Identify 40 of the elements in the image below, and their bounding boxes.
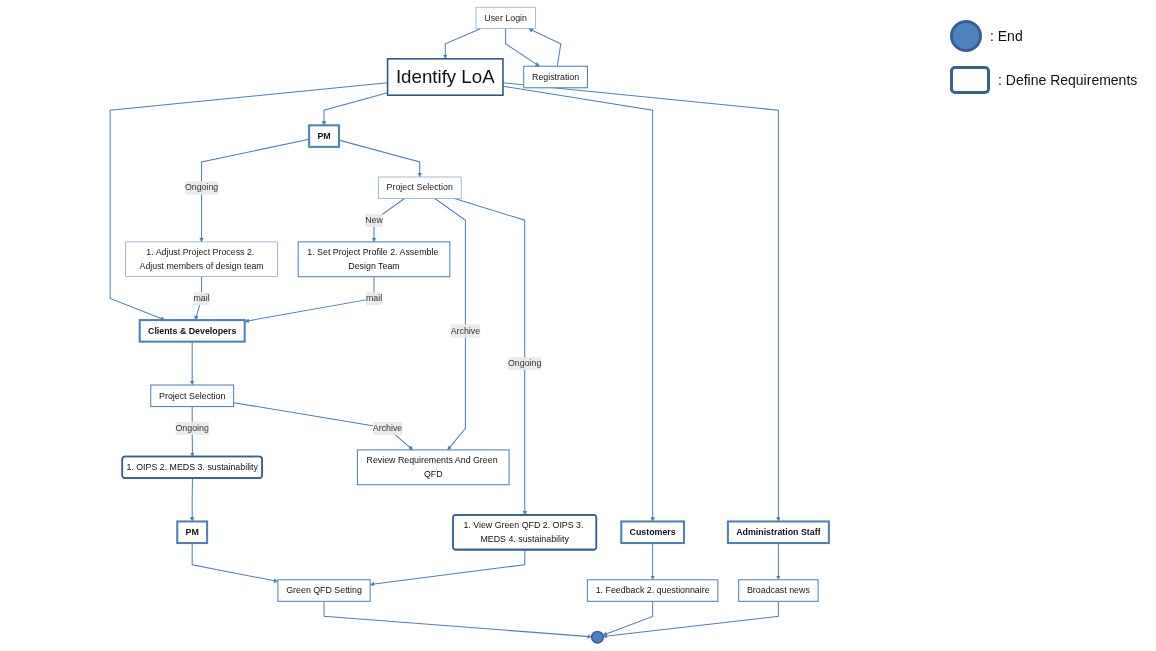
node-box [727,520,831,545]
edge-label: mail [366,293,383,304]
node-box [298,241,451,278]
edge-label: New [365,215,384,226]
node-box [620,520,686,545]
node-box [587,579,719,602]
arrow [322,92,389,126]
flowchart: Ongoing New mail mail Archive Ongoing Ongoing Archive User Login Identify LoA Customers 1. Feedback 2. questionnaire Administration Staff Broadcast news PM 1. Adjust Project Process 2. Adjust members of design team Clients & Developers Project Selection 1. OIPS 2. MEDS 3. sustainability Project Selection 1. Set Project Profile 2. Assemble Design Team Review Requirements And Green QFD PM 1. View Green QFD 2. OIPS 3. MEDS 4. sustainability Green QFD Setting Registration [106,3,834,648]
node-circle [591,630,605,644]
arrow [603,600,654,636]
arrow [370,549,526,587]
arrow [603,600,780,639]
arrow [528,28,562,67]
edge-label: Ongoing [508,358,542,369]
node-box [150,384,235,408]
arrow [190,341,195,386]
node-box [125,241,279,277]
edge-label: Ongoing [185,182,219,193]
edge-label: Archive [373,423,403,434]
node-box [378,176,462,199]
legend-text: : Define Requirements [998,72,1138,88]
node-box [139,319,247,343]
node-box [357,449,511,486]
legend-text: : End [990,28,1023,44]
arrow [434,198,467,451]
node-box [308,124,341,148]
node-box [738,579,820,602]
arrow [505,28,541,67]
edge-label: Ongoing [175,423,210,434]
node-box [523,65,589,89]
edge-label: mail [193,293,211,304]
node-box [277,579,372,602]
arrow [324,600,593,639]
arrow [244,276,375,323]
node-box [387,58,505,96]
edge-label: Archive [451,325,481,336]
arrow [190,477,195,522]
arrow [443,28,482,60]
node-box [476,6,536,29]
node-box [176,520,209,545]
